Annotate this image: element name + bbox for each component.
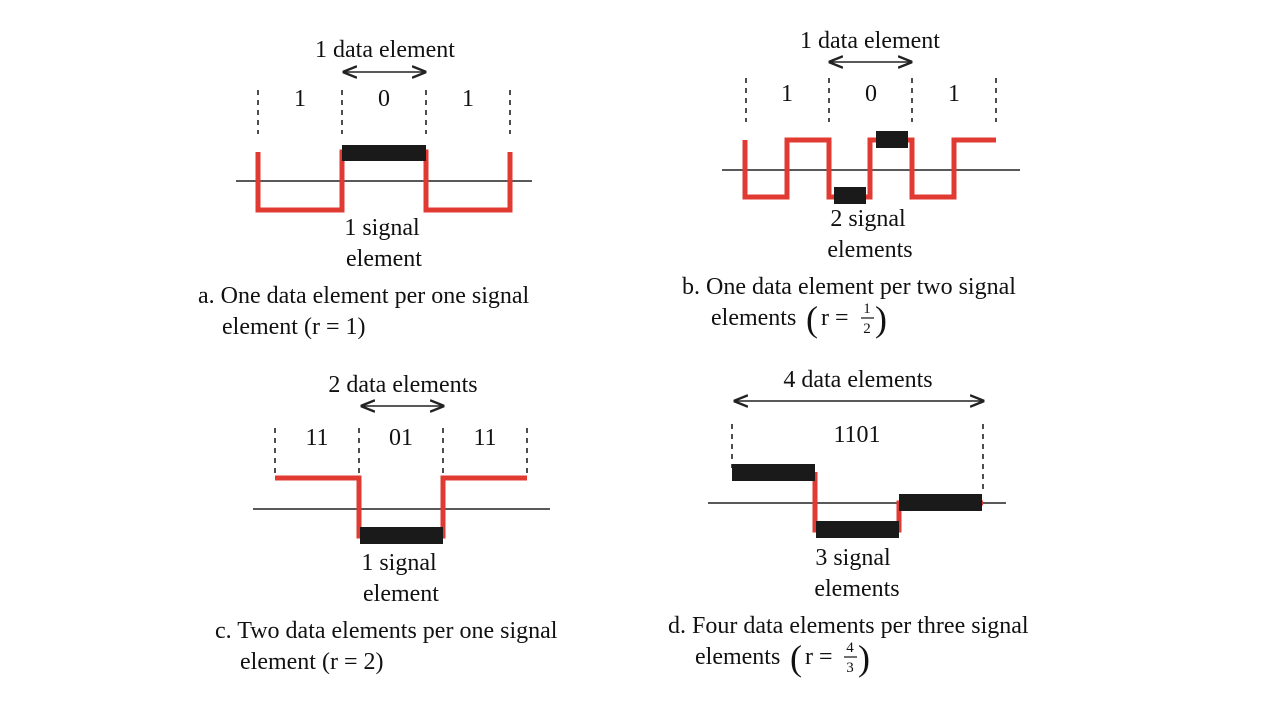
panel-a-signal-element-bar — [342, 145, 426, 161]
panel-a-caption: element (r = 1) — [222, 314, 365, 340]
panel-d-signal-element-bar — [732, 464, 815, 481]
panel-b-caption: elements — [711, 305, 796, 331]
panel-d-caption: elements — [695, 644, 780, 670]
panel-b-ratio-denominator: 2 — [863, 321, 871, 337]
panel-b-signal-element-bar — [876, 131, 908, 148]
panel-d: 4 data elements 1101 3 signal elements d… — [668, 367, 1029, 678]
panel-d-signal-element-bar — [899, 494, 982, 511]
panel-c-bottom-label: 1 signal — [361, 550, 437, 576]
panel-b-bit: 0 — [865, 81, 877, 107]
panel-c-bit: 01 — [389, 425, 413, 451]
panel-b-bit: 1 — [781, 81, 793, 107]
panel-a-bit: 1 — [462, 86, 474, 112]
panel-d-caption: d. Four data elements per three signal — [668, 613, 1029, 639]
panel-b-signal-waveform — [742, 137, 996, 200]
panel-b-top-label: 1 data element — [800, 28, 940, 54]
panel-c-bit: 11 — [305, 425, 328, 451]
panel-a-bottom-label: 1 signal — [344, 215, 420, 241]
panel-b-ratio-numerator: 1 — [863, 301, 871, 317]
panel-c-bottom-label: element — [363, 581, 439, 607]
panel-a-bit: 0 — [378, 86, 390, 112]
panel-c-caption: c. Two data elements per one signal — [215, 618, 558, 644]
panel-b: 1 data element 1 0 1 2 signal elements b… — [682, 28, 1020, 339]
panel-d-bottom-label: elements — [814, 576, 899, 602]
panel-a: 1 data element 1 0 1 1 signal element a.… — [198, 37, 532, 340]
panel-c: 2 data elements 11 01 11 1 signal elemen… — [215, 372, 558, 675]
panel-a-caption: a. One data element per one signal — [198, 283, 530, 309]
panel-b-ratio-lhs: r = — [821, 305, 849, 331]
panel-c-bit: 11 — [473, 425, 496, 451]
panel-c-top-label: 2 data elements — [328, 372, 477, 398]
panel-d-ratio-open-paren: ( — [790, 638, 802, 678]
panel-a-top-label: 1 data element — [315, 37, 455, 63]
panel-b-bottom-label: 2 signal — [830, 206, 906, 232]
panel-b-bottom-label: elements — [827, 237, 912, 263]
panel-a-bit: 1 — [294, 86, 306, 112]
panel-d-bottom-label: 3 signal — [815, 545, 891, 571]
panel-d-ratio-close-paren: ) — [858, 638, 870, 678]
panel-a-bottom-label: element — [346, 246, 422, 272]
panel-b-signal-element-bar — [834, 187, 866, 204]
panel-c-signal-element-bar — [360, 527, 443, 544]
panel-d-ratio-numerator: 4 — [846, 640, 854, 656]
panel-b-bit: 1 — [948, 81, 960, 107]
panel-d-top-label: 4 data elements — [783, 367, 932, 393]
panel-d-signal-element-bar — [816, 521, 899, 538]
panel-c-caption: element (r = 2) — [240, 649, 383, 675]
panel-d-ratio-denominator: 3 — [846, 660, 854, 676]
panel-b-ratio-open-paren: ( — [806, 299, 818, 339]
panel-b-caption: b. One data element per two signal — [682, 274, 1016, 300]
panel-d-bits: 1101 — [833, 422, 880, 448]
panel-d-ratio-lhs: r = — [805, 644, 833, 670]
panel-b-ratio-close-paren: ) — [875, 299, 887, 339]
